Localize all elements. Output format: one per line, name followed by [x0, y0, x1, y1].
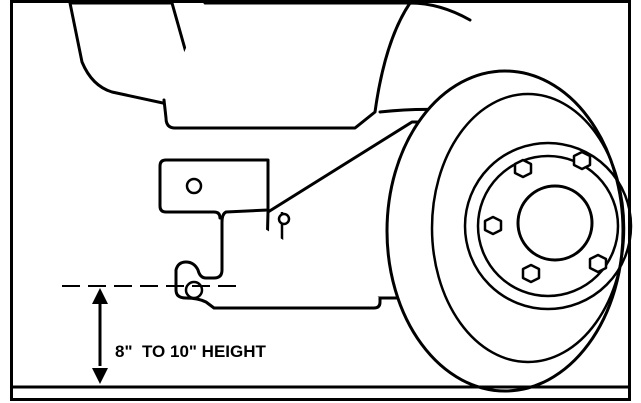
lug-nut-icon	[521, 263, 541, 284]
plate-pivot-hole	[185, 177, 203, 195]
lug-nut-icon	[483, 215, 503, 236]
lug-nut-icon	[588, 253, 608, 274]
arrow-down-icon	[92, 368, 108, 384]
lug-nut-icon	[513, 158, 533, 179]
gusset-bolt-upper	[277, 212, 291, 226]
lug-nuts	[483, 150, 608, 284]
height-dimension-arrow	[92, 288, 108, 384]
lug-nut-icon	[572, 150, 592, 171]
hub-center	[516, 184, 594, 262]
hub-flange	[476, 154, 620, 298]
tire-shoulder	[430, 92, 626, 364]
chassis-body	[162, 1, 472, 130]
wheel	[385, 69, 633, 393]
height-label: 8" TO 10" HEIGHT	[115, 342, 267, 361]
plate-slot-hole	[184, 280, 204, 300]
arrow-up-icon	[92, 288, 108, 304]
slotted-mount-plate	[158, 158, 382, 310]
wheel-rim	[463, 141, 633, 311]
